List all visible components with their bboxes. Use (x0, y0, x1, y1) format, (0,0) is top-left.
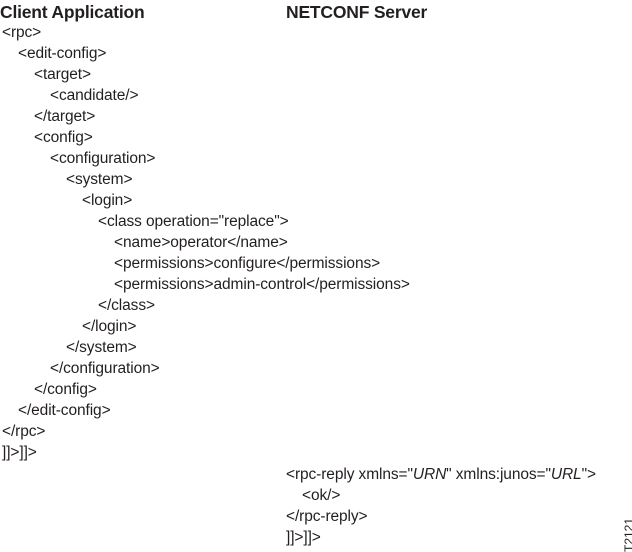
xml-line: </configuration> (50, 360, 160, 377)
xml-line: </edit-config> (18, 402, 111, 419)
xml-line: <rpc> (2, 24, 42, 41)
xml-line: </class> (98, 297, 155, 314)
figure-id: T2121 (622, 517, 632, 552)
url-text: URL (550, 466, 582, 483)
xml-line: <permissions>admin-control</permissions> (114, 276, 410, 293)
xml-line: <candidate/> (50, 87, 139, 104)
xml-line: </system> (66, 339, 137, 356)
xml-line: ]]>]]> (2, 444, 37, 461)
client-application-header: Client Application (0, 2, 145, 22)
xml-line: <permissions>configure</permissions> (114, 255, 381, 272)
xml-text: <rpc-reply xmlns=" (286, 466, 413, 483)
netconf-server-header: NETCONF Server (286, 2, 428, 22)
xml-line: </target> (34, 108, 96, 125)
xml-line: <ok/> (302, 487, 341, 504)
xml-line: ]]>]]> (286, 529, 321, 546)
rpc-reply-open-line: <rpc-reply xmlns="URN" xmlns:junos="URL"… (286, 465, 596, 485)
xml-line: <system> (66, 171, 133, 188)
xml-text: "> (581, 466, 596, 483)
xml-text: " xmlns:junos=" (446, 466, 551, 483)
xml-line: <target> (34, 66, 91, 83)
xml-line: <name>operator</name> (114, 234, 288, 251)
xml-line: <login> (82, 192, 133, 209)
xml-line: </config> (34, 381, 97, 398)
urn-text: URN (412, 466, 447, 483)
xml-line: </rpc> (2, 423, 46, 440)
xml-line: <class operation="replace"> (98, 213, 289, 230)
xml-line: <edit-config> (18, 45, 107, 62)
xml-line: </login> (82, 318, 137, 335)
xml-line: <configuration> (50, 150, 156, 167)
xml-line: </rpc-reply> (286, 508, 368, 525)
xml-line: <config> (34, 129, 93, 146)
